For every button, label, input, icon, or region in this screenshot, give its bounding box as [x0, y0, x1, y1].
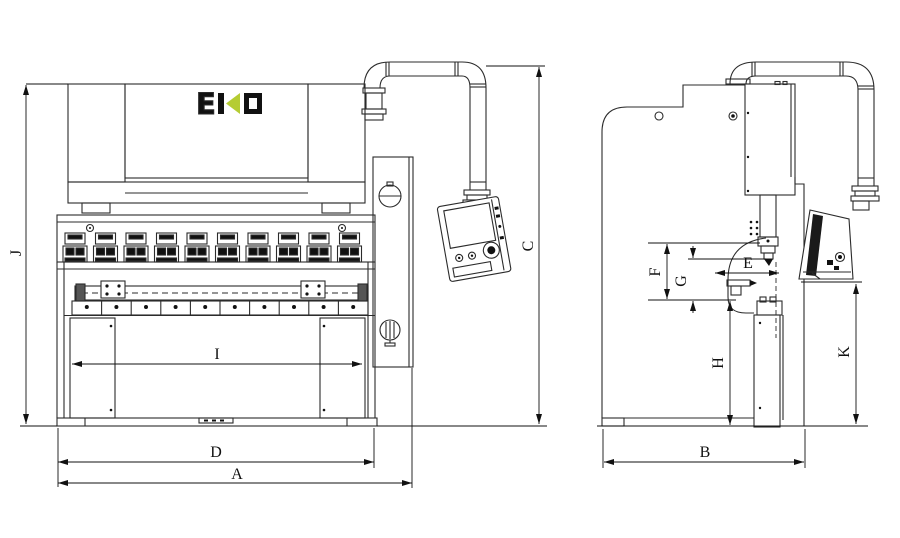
side-view	[601, 61, 880, 428]
logo-accent-triangle	[226, 93, 240, 114]
dim-label-F: F	[647, 267, 664, 276]
lift-hole-icon	[654, 111, 664, 121]
bolt-icon	[85, 223, 95, 233]
pendant-pipe-arm-side	[725, 61, 880, 211]
dim-label-B: B	[700, 444, 711, 461]
right-tab	[321, 202, 351, 214]
control-pendant	[436, 196, 512, 282]
lift-hole-icon	[728, 111, 738, 121]
punch-clamp	[62, 232, 88, 263]
left-tab	[81, 202, 111, 214]
logo-letter-e: E	[196, 87, 216, 121]
dim-label-G: G	[673, 275, 690, 287]
pendant-screen-edge	[806, 214, 823, 276]
right-column	[307, 83, 366, 183]
electrical-cabinet	[372, 156, 414, 368]
crowning-rail	[74, 280, 369, 302]
foot-pedal-connector	[198, 417, 234, 424]
pendant-pipe-arm	[361, 61, 492, 207]
dim-label-A: A	[231, 466, 243, 483]
dimension-lines	[20, 65, 868, 488]
punch-tip	[764, 259, 773, 266]
punch-clamp	[153, 232, 180, 263]
punch-clamp	[184, 232, 210, 263]
pendant-button	[467, 251, 477, 260]
dim-label-I: I	[214, 346, 219, 363]
left-column	[67, 83, 126, 183]
eko-logo: E	[195, 86, 262, 122]
machine-base	[56, 417, 378, 427]
control-pendant-side	[798, 209, 854, 280]
punch-clamp	[306, 232, 332, 263]
dimension-labels: J C I D A E F G H K B	[8, 241, 853, 483]
punch-clamp	[275, 232, 302, 263]
right-leg	[319, 317, 366, 419]
pendant-button	[455, 253, 464, 262]
ram-lower-band	[67, 181, 366, 204]
front-view: E	[56, 61, 512, 427]
backgauge-finger	[726, 279, 757, 296]
punch-clamp-row	[62, 223, 363, 263]
side-ram-punch	[749, 194, 779, 266]
throat-curve	[727, 237, 767, 314]
dim-label-E: E	[743, 255, 753, 272]
punch-clamp	[92, 232, 119, 263]
dim-label-J: J	[8, 250, 25, 256]
ram-plate	[124, 83, 309, 179]
punch-clamp	[123, 232, 149, 263]
side-body-outline	[601, 84, 745, 418]
punch-clamp	[214, 232, 241, 263]
dim-label-K: K	[836, 346, 853, 358]
die-and-table	[753, 262, 784, 428]
dim-label-H: H	[710, 357, 727, 369]
dim-label-D: D	[210, 444, 222, 461]
die-holder	[756, 300, 783, 316]
logo-letter-k-stem	[218, 93, 224, 114]
bolt-icon	[337, 223, 347, 233]
pendant-knob	[482, 241, 500, 259]
front-foot	[601, 417, 625, 427]
left-leg	[69, 317, 116, 419]
table-column	[753, 314, 781, 428]
cylinder-housing	[744, 83, 796, 196]
punch-clamp	[245, 232, 271, 263]
pendant-screen	[443, 202, 497, 249]
dim-label-C: C	[520, 241, 537, 252]
punch-clamp	[336, 232, 363, 263]
die-segment-row	[64, 300, 375, 317]
back-edge	[794, 177, 805, 426]
